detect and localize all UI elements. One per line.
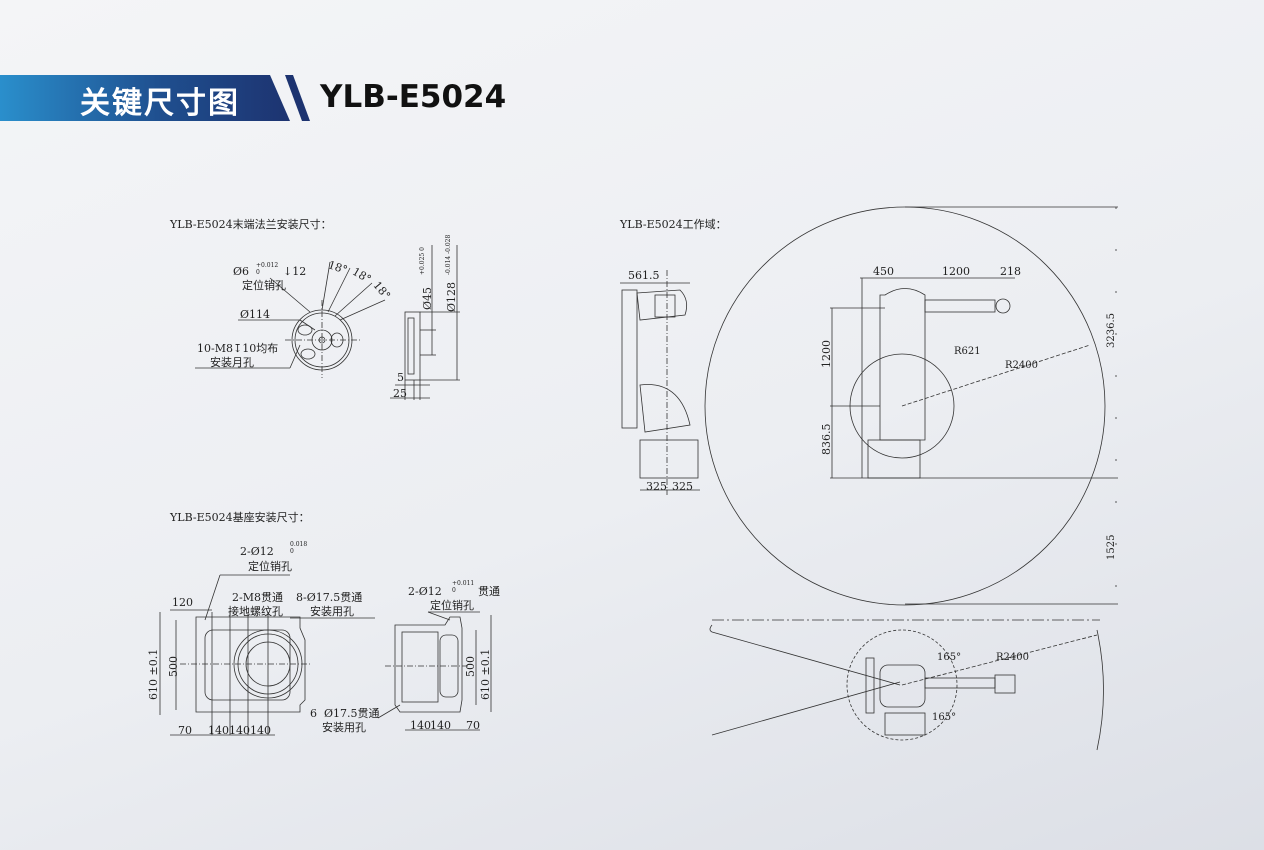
dim-1200-v: 1200 [820,340,833,368]
dim-450: 450 [873,265,894,278]
thread-label: 安装月孔 [210,356,254,369]
bottom-dim-2: 140 [208,724,229,737]
dim-1525: 1525 [1106,534,1117,560]
r2400-label: R2400 [1005,360,1038,371]
mount8-spec: 8-Ø17.5贯通 [296,591,363,604]
base-right-view [377,611,492,731]
dim-3236: 3236.5 [1106,313,1117,348]
pin-right-spec: 2-Ø12 [408,585,442,598]
d128-dim: Ø128 [445,281,458,312]
dim-120: 120 [172,596,193,609]
pin-left-tol: 0.018 0 [290,541,308,555]
title-banner [0,75,290,121]
flange-side-view [390,245,460,400]
ground-spec: 2-M8贯通 [232,591,283,604]
bottom-dim-3: 140 [229,724,250,737]
pin-right-label: 定位销孔 [430,599,474,612]
workspace-envelope [704,206,1118,606]
d45-tolerance: +0.025 0 [419,247,426,275]
pin-depth: ↓12 [283,265,307,278]
flange-front-view [195,261,386,378]
bottom-dim-4: 140 [250,724,271,737]
pin-tolerance: +0.012 0 [256,262,279,276]
pin-label: 定位销孔 [242,279,286,292]
model-name: YLB-E5024 [320,79,507,115]
dim-325-b: 325 [672,480,693,493]
dim-836: 836.5 [820,423,833,456]
dim-500-right: 500 [464,656,477,677]
bottom-right-dim-2: 140 [430,719,451,732]
bottom-dim-1: 70 [178,724,192,737]
dim-1200-h: 1200 [942,265,970,278]
mount8-label: 安装用孔 [310,605,354,618]
page-title: 关键尺寸图 [80,86,240,121]
angle-bottom: 165° [932,712,957,723]
dim-218: 218 [1000,265,1021,278]
dim-561: 561.5 [628,269,660,282]
dim-500-left: 500 [167,656,180,677]
mount6-spec: 6 Ø17.5贯通 [310,707,380,720]
workspace-top-view [709,619,1104,751]
r621-label: R621 [954,346,981,357]
angle-top: 165° [937,652,962,663]
base-left-view [159,574,375,736]
bottom-right-dim-3: 70 [466,719,480,732]
flange-section-title: YLB-E5024末端法兰安装尺寸： [170,218,332,231]
pin-right-thru: 贯通 [478,585,500,598]
pin-left-spec: 2-Ø12 [240,545,274,558]
pin-right-tol: +0.011 0 [452,580,475,594]
pin-left-label: 定位销孔 [248,560,292,573]
d45-dim: Ø45 [421,286,434,310]
bottom-right-dim-1: 140 [410,719,431,732]
mount6-label: 安装用孔 [322,721,366,734]
base-section-title: YLB-E5024基座安装尺寸： [170,511,310,524]
dim-325-a: 325 [646,480,667,493]
pcd-diameter: Ø114 [240,308,271,321]
ground-label: 接地螺纹孔 [228,605,283,618]
d128-tolerance: -0.014 -0.028 [445,234,452,275]
pin-diameter: Ø6 [233,265,250,278]
thread-spec: 10-M8↧10均布 [197,342,279,355]
workspace-section-title: YLB-E5024工作域： [620,218,727,231]
dim-25: 25 [393,387,407,400]
dim-610-left: 610 ±0.1 [147,648,160,700]
dim-610-right: 610 ±0.1 [479,648,492,700]
robot-side-view [620,270,700,495]
dim-5: 5 [397,371,404,384]
r2400-top-label: R2400 [996,652,1029,663]
